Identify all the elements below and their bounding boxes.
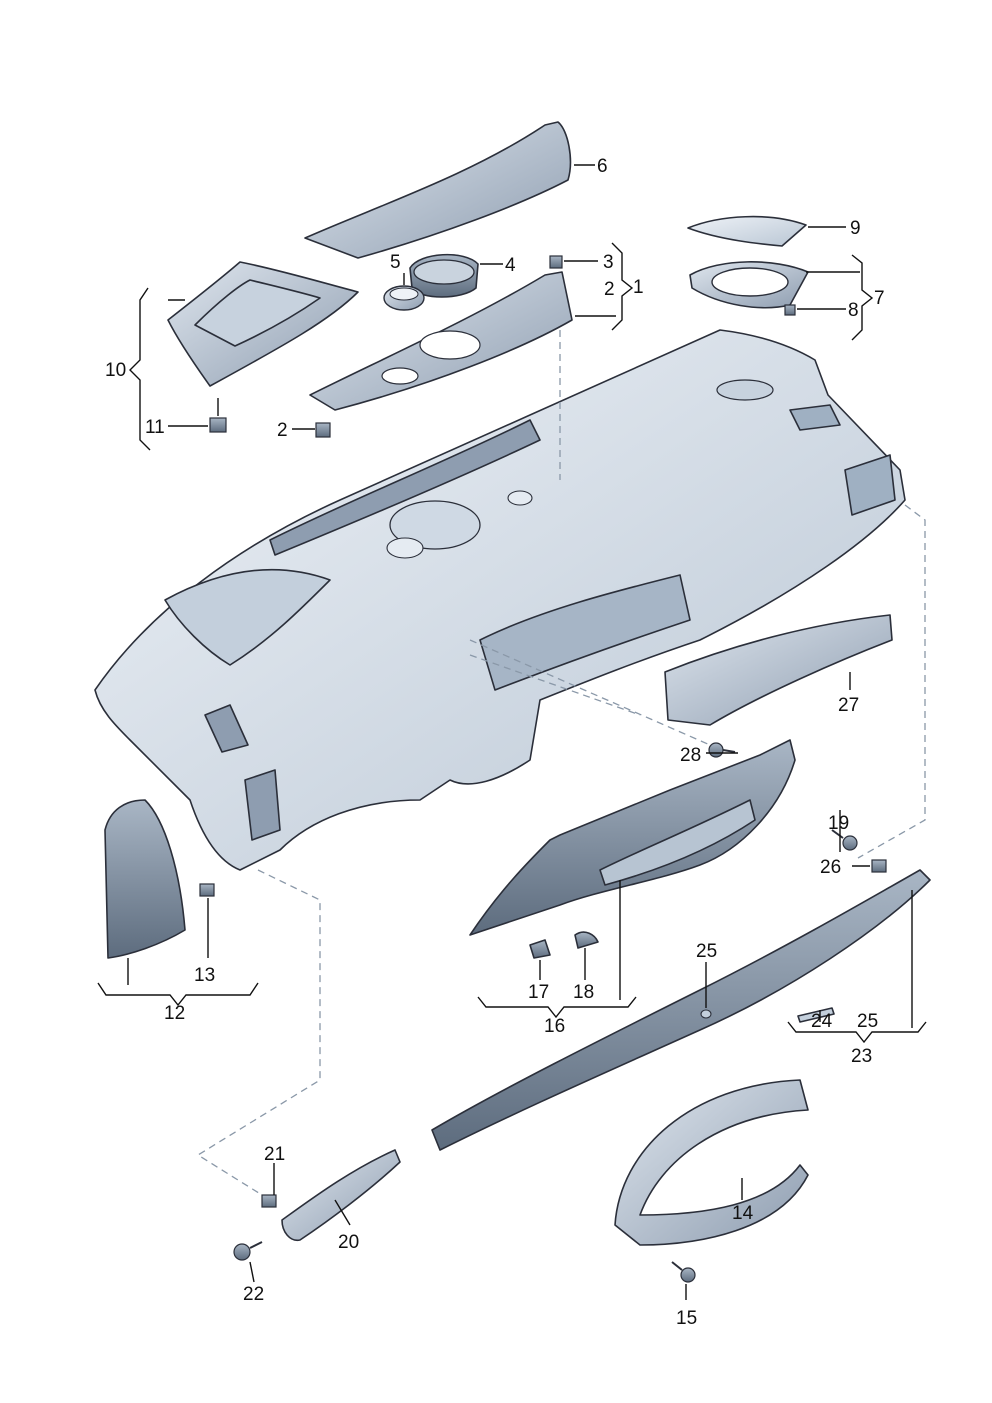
- callout-8: 8: [848, 300, 859, 321]
- callout-12: 12: [164, 1003, 185, 1024]
- part-18-bumper: [574, 931, 599, 949]
- part-1-dashboard-bracket: [309, 271, 573, 411]
- part-5-speaker-cap: [383, 285, 425, 311]
- part-14-instrument-cluster-surround: [614, 1079, 809, 1246]
- callout-11: 11: [145, 417, 165, 438]
- callout-25-upper: 25: [696, 941, 717, 962]
- callout-20: 20: [338, 1232, 359, 1253]
- part-27-bracket: [664, 614, 893, 726]
- callout-5: 5: [390, 252, 401, 273]
- part-11-clip: [209, 417, 227, 433]
- callout-13: 13: [194, 965, 215, 986]
- part-21-clip: [261, 1194, 277, 1208]
- callout-2-upper: 2: [604, 279, 615, 300]
- part-13-clip: [199, 883, 215, 897]
- callout-18: 18: [573, 982, 594, 1003]
- callout-24: 24: [811, 1011, 833, 1032]
- part-19-screw: [831, 829, 858, 851]
- part-9-speaker-cover: [687, 215, 807, 247]
- callout-26: 26: [820, 857, 841, 878]
- part-28-screw: [708, 742, 736, 758]
- part-22-screw: [233, 1241, 263, 1261]
- callout-6: 6: [597, 156, 608, 177]
- group-brackets: [97, 242, 927, 1044]
- part-23-long-trim-strip: [431, 869, 931, 1151]
- callout-7: 7: [874, 288, 885, 309]
- callout-1: 1: [633, 277, 644, 298]
- callout-19: 19: [828, 813, 849, 834]
- part-26-clip: [871, 859, 887, 873]
- part-2-clip: [315, 422, 331, 438]
- callout-9: 9: [850, 218, 861, 239]
- part-16-glovebox-trim: [469, 739, 796, 936]
- callout-2-lower: 2: [277, 420, 288, 441]
- part-17-clip: [529, 939, 551, 959]
- part-12-side-end-cover: [104, 799, 186, 959]
- callout-16: 16: [544, 1016, 565, 1037]
- callout-27: 27: [838, 695, 859, 716]
- part-15-screw: [671, 1261, 696, 1283]
- part-20-small-trim: [281, 1149, 401, 1242]
- callout-23: 23: [851, 1046, 872, 1067]
- callout-17: 17: [528, 982, 549, 1003]
- part-7-speaker-frame: [689, 261, 809, 309]
- dashboard-body: [94, 329, 906, 871]
- callout-10: 10: [105, 360, 126, 381]
- part-6-upper-trim-strip: [304, 121, 572, 259]
- callout-22: 22: [243, 1284, 264, 1305]
- part-8-clip: [784, 304, 796, 316]
- callout-4: 4: [505, 255, 516, 276]
- part-3-clip: [549, 255, 563, 269]
- part-25-clip-a: [700, 1009, 712, 1019]
- part-10-storage-tray: [167, 261, 359, 387]
- callout-21: 21: [264, 1144, 285, 1165]
- part-4-speaker-ring: [409, 253, 479, 298]
- leader-lines: [127, 164, 913, 1300]
- callout-14: 14: [732, 1203, 754, 1224]
- callout-15: 15: [676, 1308, 697, 1329]
- callout-25-lower: 25: [857, 1011, 878, 1032]
- dashed-assembly-lines: [196, 330, 926, 1196]
- callout-labels: 6 9 7 8 4 5 3 2 1 2 10 11 27 28 19 26 13…: [105, 156, 885, 1329]
- callout-28: 28: [680, 745, 701, 766]
- callout-3: 3: [603, 252, 614, 273]
